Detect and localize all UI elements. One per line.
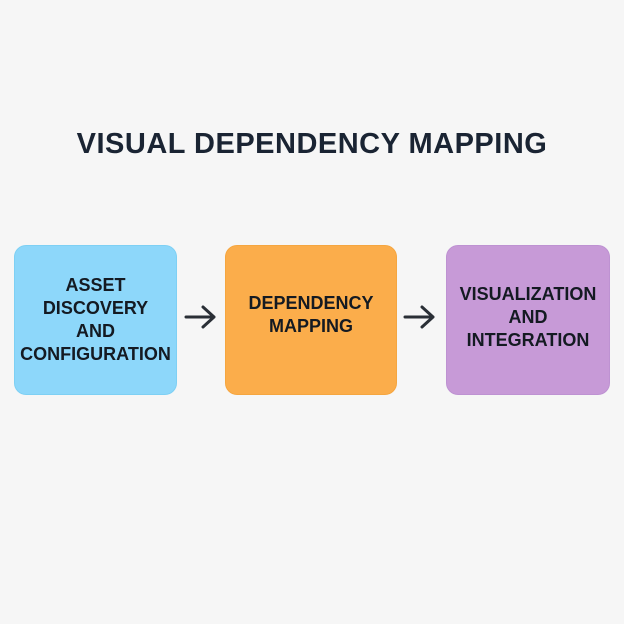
step-box-visualization: VISUALIZATION AND INTEGRATION — [446, 245, 610, 395]
diagram-title: VISUAL DEPENDENCY MAPPING — [76, 128, 548, 160]
step-box-dependency-mapping: DEPENDENCY MAPPING — [225, 245, 397, 395]
step-label-visualization: VISUALIZATION AND INTEGRATION — [459, 283, 597, 350]
arrow-right-icon — [403, 305, 435, 329]
step-label-asset-discovery: ASSET DISCOVERY AND CONFIGURATION — [20, 275, 171, 364]
arrow-right-icon — [184, 305, 216, 329]
step-box-asset-discovery: ASSET DISCOVERY AND CONFIGURATION — [14, 245, 177, 395]
step-label-dependency-mapping: DEPENDENCY MAPPING — [248, 293, 374, 336]
